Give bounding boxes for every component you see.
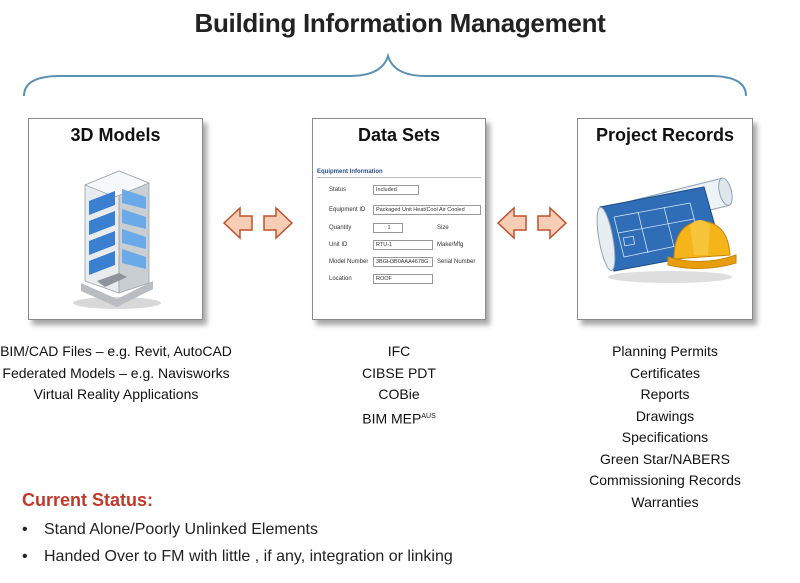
unit-id-label: Unit ID — [329, 242, 348, 248]
list-item: •Handed Over to FM with little , if any,… — [22, 543, 453, 570]
caption-line: BIM/CAD Files – e.g. Revit, AutoCAD — [0, 343, 232, 359]
equipment-id-field[interactable]: Packaged Unit Heat/Cool Air Cooled — [373, 205, 481, 215]
caption-line: Virtual Reality Applications — [33, 386, 199, 402]
list-item: •Stand Alone/Poorly Unlinked Elements — [22, 516, 453, 543]
status-select[interactable]: Included — [373, 185, 419, 195]
status-label: Status — [329, 187, 347, 193]
equipment-id-label: Equipment ID — [329, 207, 366, 213]
office-building-icon — [73, 170, 161, 309]
datasets-panel-title: Data Sets — [357, 125, 441, 145]
caption-line: CIBSE PDT — [362, 364, 436, 381]
double-arrow-icon — [496, 206, 568, 240]
bullet-icon: • — [22, 548, 28, 565]
caption-line: IFC — [387, 343, 411, 359]
model-label: Model Number — [329, 259, 369, 265]
model-field[interactable]: 3BGH3B0AAA4678G — [373, 257, 433, 267]
current-status-heading: Current Status: — [22, 490, 154, 510]
models-panel-title: 3D Models — [70, 125, 161, 145]
records-panel: Project Records — [577, 118, 753, 320]
caption-line: Warranties — [631, 493, 699, 510]
records-captions: Planning Permits Certificates Reports Dr… — [577, 341, 753, 513]
location-field[interactable]: ROOF — [373, 274, 433, 284]
bullet-icon: • — [22, 521, 28, 538]
quantity-field[interactable]: 1 — [373, 223, 403, 233]
equipment-form: Equipment Information Status Included Eq… — [317, 169, 481, 299]
unit-id-field[interactable]: RTU-1 — [373, 240, 433, 250]
curly-brace — [23, 52, 747, 97]
quantity-label: Quantity — [329, 225, 352, 231]
records-panel-title: Project Records — [595, 125, 735, 145]
form-heading: Equipment Information — [317, 169, 383, 175]
datasets-captions: IFC CIBSE PDT COBie BIM MEPAUS — [312, 341, 486, 430]
models-captions: BIM/CAD Files – e.g. Revit, AutoCAD Fede… — [0, 341, 232, 406]
size-label: Size — [437, 225, 449, 231]
models-panel: 3D Models — [28, 118, 203, 320]
caption-line: Commissioning Records — [589, 472, 741, 488]
caption-line: Specifications — [621, 429, 709, 445]
current-status-list: •Stand Alone/Poorly Unlinked Elements •H… — [22, 516, 453, 570]
caption-line: Drawings — [635, 407, 695, 424]
page-title: Building Information Management — [194, 8, 606, 38]
blueprints-hardhat-icon — [596, 177, 737, 283]
caption-line: BIM MEPAUS — [362, 410, 436, 427]
caption-line: COBie — [378, 386, 420, 402]
location-label: Location — [329, 276, 352, 282]
caption-line: Green Star/NABERS — [600, 450, 730, 467]
make-label: Make/Mfg — [437, 242, 464, 248]
datasets-panel: Data Sets Equipment Information Status I… — [312, 118, 486, 320]
double-arrow-icon — [222, 206, 294, 240]
serial-label: Serial Number — [437, 259, 476, 265]
caption-line: Planning Permits — [612, 343, 718, 359]
bim-mep-superscript: AUS — [421, 412, 436, 420]
caption-line: Certificates — [629, 364, 701, 381]
caption-line: Reports — [640, 386, 690, 402]
caption-line: Federated Models – e.g. Navisworks — [2, 364, 230, 381]
